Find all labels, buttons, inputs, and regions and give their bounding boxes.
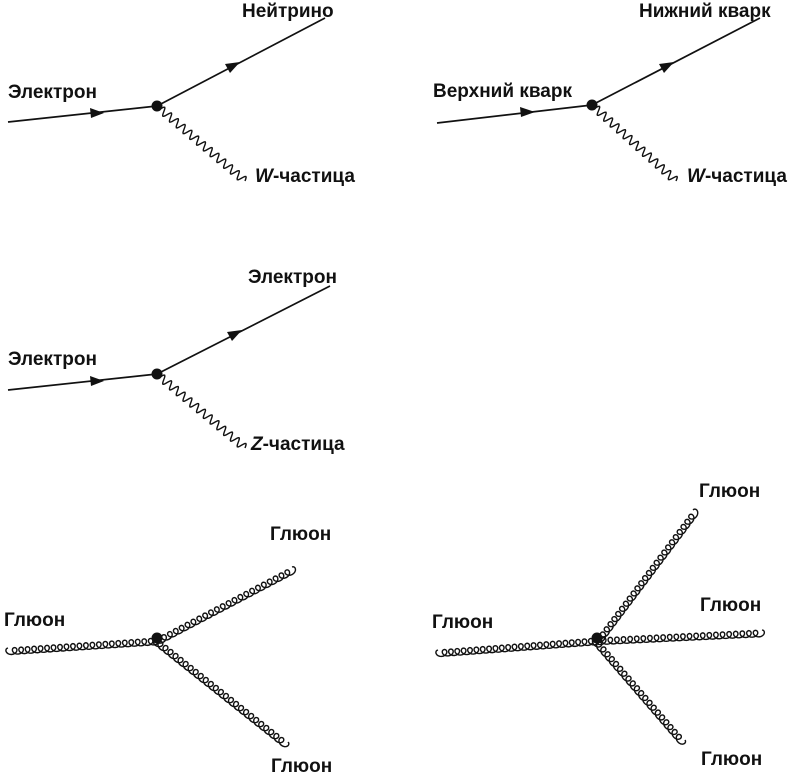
boson-suffix: -частица — [263, 434, 345, 455]
label-in: Глюон — [4, 610, 65, 631]
vertex — [151, 100, 163, 112]
vertex — [586, 99, 598, 111]
incoming-electron-line — [7, 105, 158, 123]
boson-suffix: -частица — [705, 166, 787, 187]
gluon-out-down-line — [152, 636, 290, 748]
gluon-out-mid-line — [594, 629, 766, 646]
label-out-up: Глюон — [270, 524, 331, 545]
boson-suffix: -частица — [273, 166, 355, 187]
incoming-arrow — [90, 376, 104, 386]
incoming-arrow — [90, 108, 104, 118]
label-out-down: Глюон — [701, 749, 762, 770]
label-out: Нижний кварк — [639, 1, 771, 22]
label-in: Глюон — [432, 612, 493, 633]
label-boson: W-частица — [687, 166, 787, 187]
gluon-out-up-line — [155, 566, 297, 644]
label-boson: Z-частица — [250, 434, 345, 455]
label-out-mid: Глюон — [700, 595, 761, 616]
label-out: Нейтрино — [242, 1, 334, 22]
outgoing-arrow — [225, 62, 240, 73]
label-out-down: Глюон — [271, 756, 332, 777]
diagram-four-gluon-vertex: Глюон Глюон Глюон Глюон — [432, 481, 766, 770]
label-out: Электрон — [248, 267, 337, 288]
label-boson: W-частица — [255, 166, 355, 187]
outgoing-electron-line — [156, 285, 331, 375]
outgoing-arrow — [659, 62, 674, 73]
boson-symbol: Z — [250, 434, 264, 455]
vertex — [591, 632, 603, 644]
incoming-electron-line — [7, 373, 158, 391]
gluon-out-up-line — [595, 508, 699, 643]
z-boson-line — [155, 373, 247, 449]
label-in: Электрон — [8, 82, 97, 103]
diagram-electron-electron-z: Электрон Электрон Z-частица — [7, 267, 345, 455]
gluon-in-line — [435, 637, 601, 658]
vertex — [151, 368, 163, 380]
incoming-quark-line — [436, 104, 593, 124]
gluon-in-line — [5, 637, 161, 656]
label-in: Верхний кварк — [433, 81, 572, 102]
outgoing-arrow — [227, 330, 242, 341]
vertex — [151, 632, 163, 644]
boson-symbol: W — [687, 166, 707, 187]
label-out-up: Глюон — [699, 481, 760, 502]
outgoing-neutrino-line — [156, 17, 326, 107]
diagram-up-down-quark-w: Верхний кварк Нижний кварк W-частица — [433, 1, 787, 187]
diagram-three-gluon-vertex: Глюон Глюон Глюон — [4, 524, 332, 777]
gluon-out-down-line — [591, 636, 687, 745]
incoming-arrow — [520, 107, 535, 117]
outgoing-quark-line — [591, 17, 761, 106]
boson-symbol: W — [255, 166, 275, 187]
w-boson-line — [155, 105, 247, 182]
label-in: Электрон — [8, 349, 97, 370]
diagram-electron-neutrino-w: Электрон Нейтрино W-частица — [7, 1, 355, 187]
w-boson-line — [590, 104, 678, 182]
